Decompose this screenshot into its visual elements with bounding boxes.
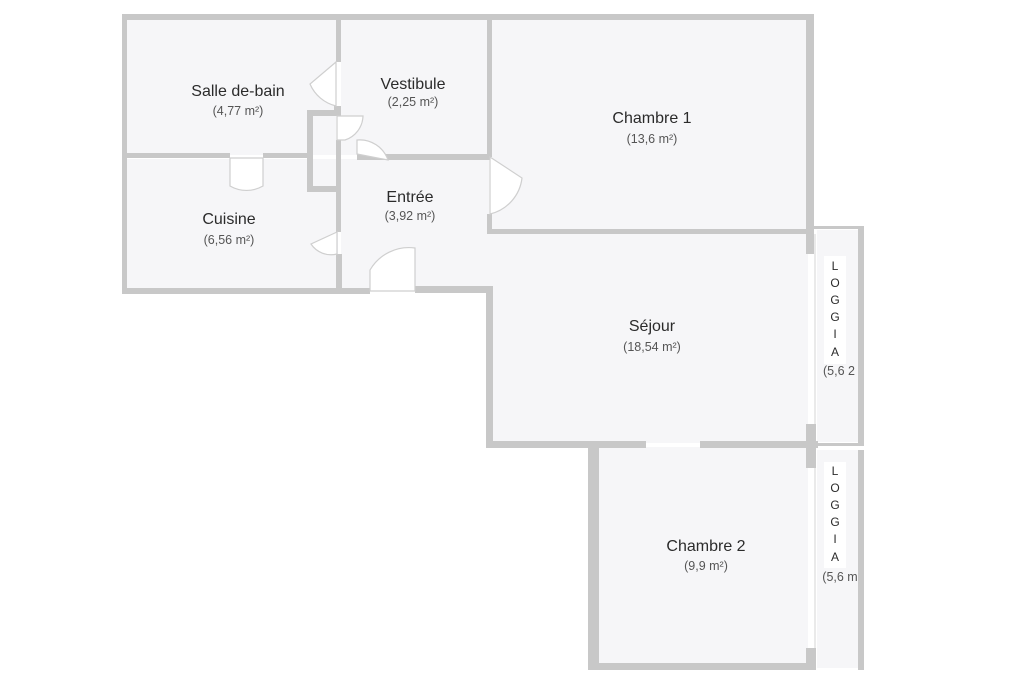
room-name-entree: Entrée (386, 189, 433, 206)
loggia-bottom-letter: L (832, 464, 839, 478)
door-vestibule (356, 139, 389, 161)
door-chambre-1 (489, 155, 523, 215)
room-area-vestibule: (2,25 m²) (388, 95, 439, 109)
door-entrance (369, 246, 416, 292)
loggia-bottom-letter: I (833, 532, 836, 546)
room-labels: Salle de-bain (4,77 m²) Vestibule (2,25 … (191, 76, 745, 573)
loggia-bottom-area: (5,6 m (822, 570, 857, 584)
loggia-bottom-letter: O (830, 481, 839, 495)
loggia-bottom-letter: G (830, 515, 839, 529)
room-area-cuisine: (6,56 m²) (204, 233, 255, 247)
floor-vestibule (341, 19, 488, 155)
floor-sejour (492, 233, 808, 443)
loggia-top-letter: G (830, 293, 839, 307)
loggia-top-letter: L (832, 259, 839, 273)
door-swings (229, 60, 523, 292)
room-area-sejour: (18,54 m²) (623, 340, 681, 354)
loggia-bottom-label: L O G G I A (5,6 m (822, 462, 858, 584)
room-name-chambre-1: Chambre 1 (612, 110, 691, 127)
loggia-top-letter: I (833, 327, 836, 341)
floor-chambre-2 (599, 447, 808, 663)
room-area-salle-de-bain: (4,77 m²) (213, 104, 264, 118)
loggia-bottom-letter: G (830, 498, 839, 512)
floor-salle-de-bain (126, 19, 336, 155)
door-wc (336, 115, 364, 141)
room-name-vestibule: Vestibule (381, 76, 446, 93)
loggia-top-letter: A (831, 345, 839, 359)
room-area-entree: (3,92 m²) (385, 209, 436, 223)
loggia-top-letter: G (830, 310, 839, 324)
room-area-chambre-1: (13,6 m²) (627, 132, 678, 146)
walls (122, 14, 864, 670)
room-name-chambre-2: Chambre 2 (666, 538, 745, 555)
door-cuisine-entree (310, 231, 338, 256)
door-cuisine (229, 157, 264, 192)
room-area-chambre-2: (9,9 m²) (684, 559, 728, 573)
loggia-top-letter: O (830, 276, 839, 290)
door-salle-de-bain (309, 60, 337, 107)
loggia-top-label: L O G G I A (5,6 2 (823, 256, 855, 378)
room-name-sejour: Séjour (629, 318, 676, 335)
floor-chambre-1 (492, 19, 806, 230)
loggia-top-area: (5,6 2 (823, 364, 855, 378)
loggia-bottom-letter: A (831, 550, 839, 564)
room-name-salle-de-bain: Salle de-bain (191, 83, 284, 100)
room-name-cuisine: Cuisine (202, 211, 255, 228)
